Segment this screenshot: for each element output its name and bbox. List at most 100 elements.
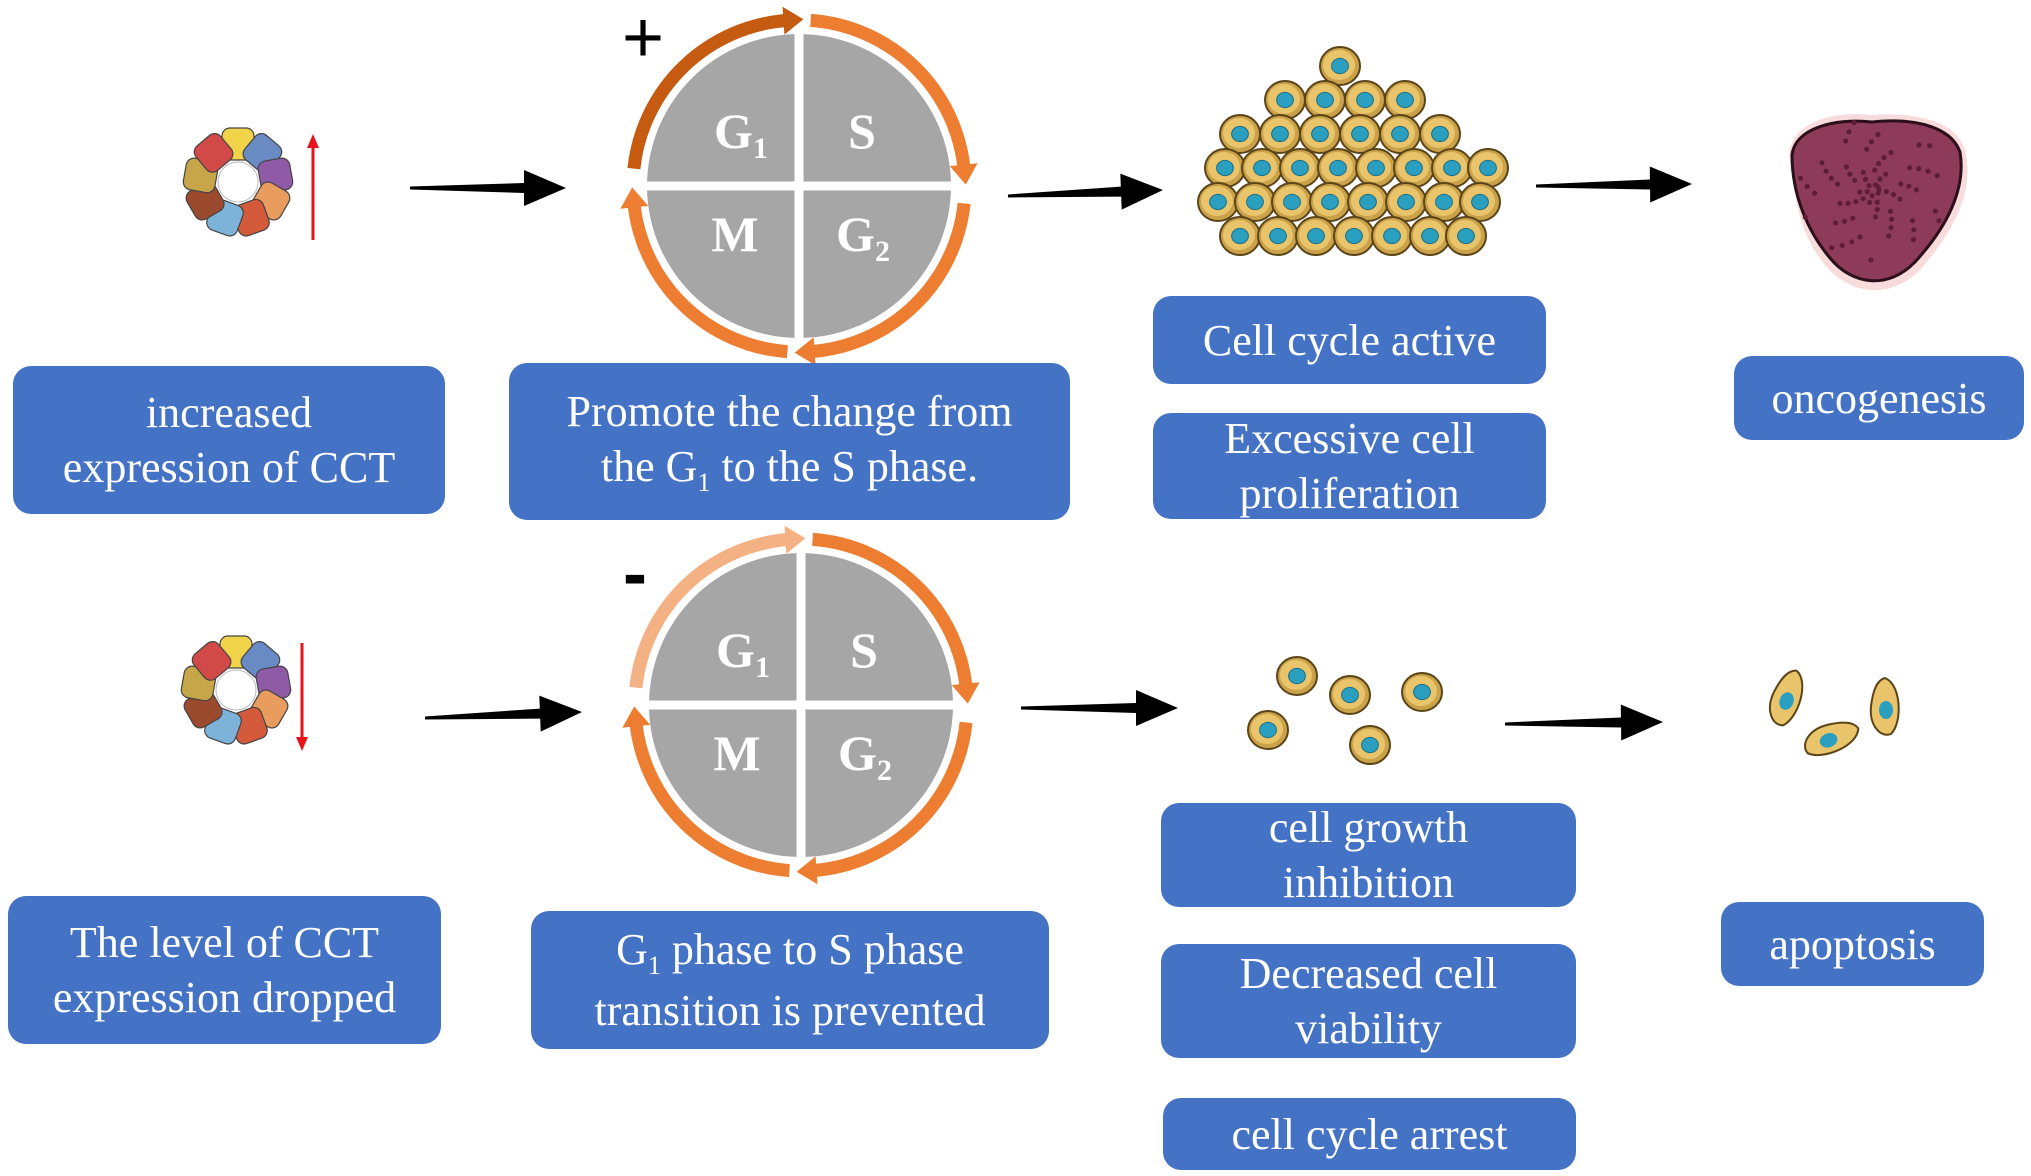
cct-complex-icon-bottom xyxy=(180,635,292,745)
tumor-speckle xyxy=(1875,190,1881,196)
tumor-speckle xyxy=(1883,188,1889,195)
tumor-speckle xyxy=(1819,160,1825,166)
tumor-speckle xyxy=(1864,189,1870,195)
cell-nucleus xyxy=(1431,125,1449,143)
box-line: G1 phase to S phase xyxy=(594,922,985,982)
flow-arrow-shape xyxy=(1505,704,1663,741)
cell-nucleus xyxy=(1316,91,1334,109)
increased-cct-box: increased expression of CCT xyxy=(13,366,445,514)
quadrant-m xyxy=(647,190,795,338)
arrow-cells-to-tumor-top xyxy=(1536,166,1692,203)
tumor-speckle xyxy=(1868,139,1875,145)
box-line: expression of CCT xyxy=(62,443,396,492)
tumor-speckle xyxy=(1906,183,1912,189)
quadrant-g1 xyxy=(647,34,795,182)
box-line: Excessive cell xyxy=(1224,414,1475,463)
phase-label-s: S xyxy=(850,622,878,678)
tumor-speckle xyxy=(1857,189,1863,195)
box-line: inhibition xyxy=(1282,858,1455,907)
cct-subunit xyxy=(193,133,234,173)
tumor-speckle xyxy=(1890,191,1897,198)
phase-letter: G xyxy=(716,622,755,678)
cct-subunit xyxy=(191,641,232,681)
cell-nucleus xyxy=(1209,193,1227,211)
cell-icon xyxy=(1329,675,1371,715)
cell-nucleus xyxy=(1311,125,1329,143)
quadrant-s xyxy=(803,34,951,182)
cell-nucleus xyxy=(1269,227,1287,245)
cell-nucleus xyxy=(1405,159,1423,177)
cycle-arc xyxy=(629,532,790,689)
tumor-speckle xyxy=(1828,175,1834,181)
tumor-speckle xyxy=(1925,168,1931,174)
box-line: Promote the change from xyxy=(566,386,1013,436)
tumor-speckle xyxy=(1909,218,1916,224)
cycle-arc xyxy=(810,202,971,359)
tumor-speckle xyxy=(1910,237,1916,243)
tumor-speckle xyxy=(1874,206,1880,213)
phase-label-g2: G2 xyxy=(838,725,892,787)
arrow-cause-to-cycle-top xyxy=(410,170,566,206)
cell-nucleus xyxy=(1396,91,1414,109)
cell-nucleus xyxy=(1331,57,1349,75)
cell-nucleus xyxy=(1291,159,1309,177)
cell-nucleus xyxy=(1479,159,1497,177)
tumor-speckle xyxy=(1877,176,1883,182)
cell-nucleus xyxy=(1391,125,1409,143)
apoptotic-cells-icon xyxy=(1769,669,1900,756)
quadrant-g1 xyxy=(649,553,797,701)
tumor-speckle xyxy=(1876,160,1882,167)
tumor-speckle xyxy=(1911,227,1917,233)
cycle-arc-arrowhead xyxy=(620,187,649,209)
tumor-speckle xyxy=(1849,239,1855,245)
quadrant-g2 xyxy=(803,190,951,338)
cell-nucleus xyxy=(1421,227,1439,245)
minus-sign: - xyxy=(623,534,647,614)
tumor-speckle xyxy=(1867,199,1873,205)
phase-letter: G xyxy=(714,103,753,159)
tumor-speckle xyxy=(1866,183,1872,189)
cell-nucleus xyxy=(1879,701,1893,719)
cell-nucleus xyxy=(1307,227,1325,245)
cct-dropped-box: The level of CCT expression dropped xyxy=(8,896,441,1044)
red-arrow-head xyxy=(307,134,319,148)
cell-icon xyxy=(1304,80,1346,120)
tumor-speckle xyxy=(1852,177,1858,183)
tumor-speckle xyxy=(1851,119,1857,126)
cell-icon xyxy=(1431,148,1473,188)
phase-label-g1: G1 xyxy=(716,622,770,684)
cell-icon xyxy=(1257,216,1299,256)
tumor-speckle xyxy=(1887,208,1893,214)
cell-growth-inhibition-box: cell growth inhibition xyxy=(1161,803,1576,907)
cell-nucleus xyxy=(1283,193,1301,211)
box-line: transition is prevented xyxy=(594,985,986,1035)
subscript: 1 xyxy=(697,467,711,497)
tumor-speckle xyxy=(1860,169,1866,175)
quadrant-s xyxy=(805,553,953,701)
cell-nucleus xyxy=(1321,193,1339,211)
cell-icon xyxy=(1401,672,1443,712)
phase-letter: S xyxy=(848,103,876,159)
red-arrow-head xyxy=(296,737,308,751)
tumor-speckle xyxy=(1888,149,1894,155)
cycle-arc xyxy=(812,721,973,878)
cell-icon xyxy=(1295,216,1337,256)
cell-nucleus xyxy=(1819,733,1838,748)
flow-arrow-shape xyxy=(1536,166,1692,203)
cell-nucleus xyxy=(1361,736,1379,754)
cell-nucleus xyxy=(1457,227,1475,245)
cell-nucleus xyxy=(1259,721,1277,739)
tumor-speckle xyxy=(1907,165,1913,171)
apoptotic-cell xyxy=(1869,676,1900,736)
cell-nucleus xyxy=(1276,91,1294,109)
tumor-speckle xyxy=(1898,181,1904,187)
phase-label-g1: G1 xyxy=(714,103,768,165)
cell-icon xyxy=(1264,80,1306,120)
arrow-cause-to-cycle-bottom xyxy=(424,695,582,732)
cell-nucleus xyxy=(1341,686,1359,704)
flow-arrow-shape xyxy=(424,695,582,732)
tumor-speckle xyxy=(1857,234,1863,240)
cell-icon xyxy=(1247,710,1289,750)
phase-subscript: 2 xyxy=(875,235,890,268)
